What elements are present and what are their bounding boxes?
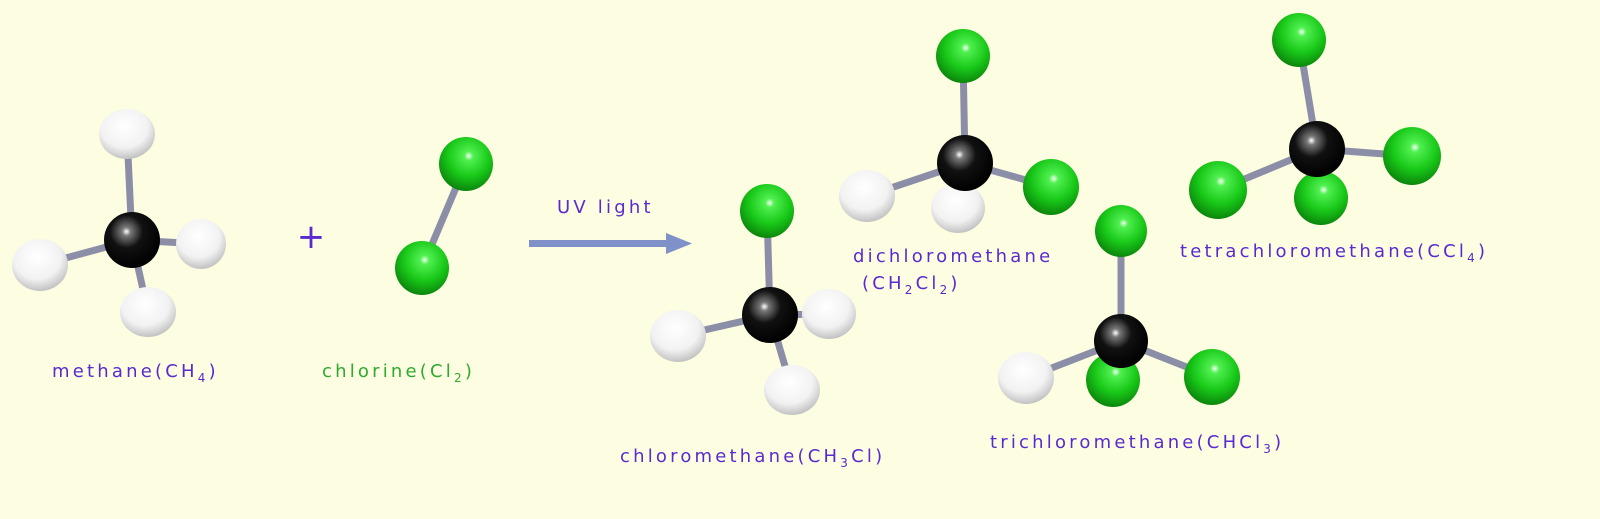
chlorine-atom: [1294, 171, 1348, 225]
chlorine-model: [395, 137, 493, 295]
chlorine-atom: [1272, 13, 1326, 67]
carbon-atom: [937, 135, 993, 191]
reaction-arrow: [529, 233, 692, 254]
dichloromethane-formula: (CH2Cl2): [862, 273, 961, 297]
hydrogen-atom: [839, 170, 895, 222]
tetrachloromethane-label: tetrachloromethane(CCl4): [1180, 241, 1488, 265]
hydrogen-atom: [764, 365, 820, 415]
methane-model: [12, 109, 226, 337]
carbon-atom: [104, 212, 160, 268]
hydrogen-atom: [931, 183, 985, 233]
chlorine-atom: [1184, 349, 1240, 405]
carbon-atom: [1289, 121, 1345, 177]
chlorine-atom: [1189, 161, 1247, 219]
plus-sign: +: [297, 217, 326, 257]
trichloromethane-label: trichloromethane(CHCl3): [990, 432, 1284, 456]
arrow-label: UV light: [557, 197, 654, 218]
chloromethane-label: chloromethane(CH3Cl): [620, 446, 885, 470]
hydrogen-atom: [998, 352, 1054, 404]
chlorine-atom: [395, 241, 449, 295]
chlorine-atom: [1095, 205, 1147, 257]
chlorine-atom: [1383, 127, 1441, 185]
chlorine-atom: [740, 184, 794, 238]
chlorine-atom: [936, 29, 990, 83]
chlorine-atom: [1023, 159, 1079, 215]
tetrachloromethane-model: [1189, 13, 1441, 225]
dichloromethane-label: dichloromethane: [853, 246, 1053, 267]
hydrogen-atom: [120, 287, 176, 337]
hydrogen-atom: [176, 219, 226, 269]
carbon-atom: [742, 287, 798, 343]
methane-label: methane(CH4): [52, 361, 219, 385]
chlorine-atom: [439, 137, 493, 191]
hydrogen-atom: [650, 310, 706, 362]
hydrogen-atom: [12, 239, 68, 291]
hydrogen-atom: [802, 289, 856, 339]
carbon-atom: [1094, 314, 1148, 368]
dichloromethane-model: [839, 29, 1079, 233]
chlorine-label: chlorine(Cl2): [322, 361, 475, 385]
hydrogen-atom: [99, 109, 155, 159]
chloromethane-model: [650, 184, 856, 415]
trichloromethane-model: [998, 205, 1240, 407]
